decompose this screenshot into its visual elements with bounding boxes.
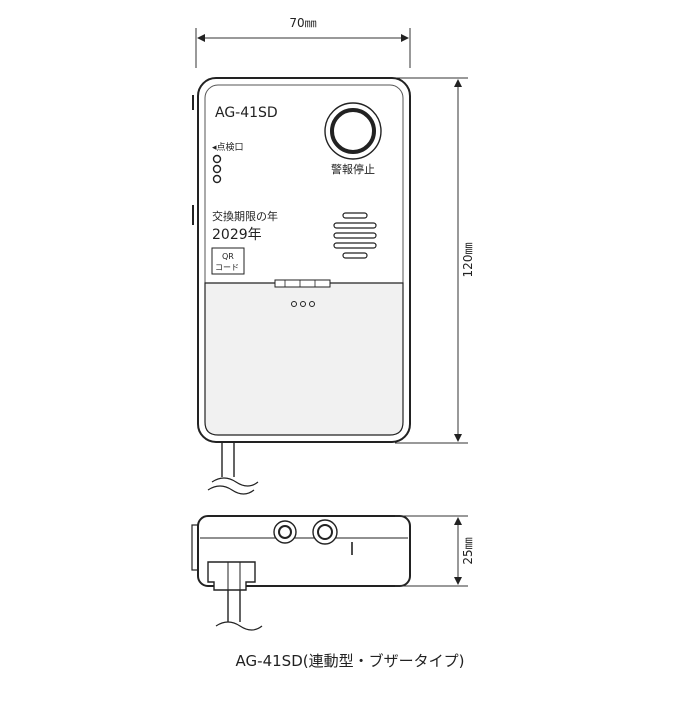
figure-caption: AG-41SD(連動型・ブザータイプ) — [235, 652, 465, 670]
alarm-stop-label: 警報停止 — [331, 162, 375, 176]
check-port-hole — [212, 164, 222, 174]
height-label: 120㎜ — [461, 243, 475, 278]
depth-label: 25㎜ — [461, 537, 475, 564]
front-view: AG-41SD ◂点検口 交換期限の年 2029年 QR コード 警報停止 — [192, 77, 411, 495]
height-dimension: 120㎜ — [395, 77, 475, 444]
replacement-label: 交換期限の年 — [212, 209, 278, 223]
indicator-dot — [309, 301, 315, 307]
width-dimension: 70㎜ — [195, 16, 411, 68]
model-label: AG-41SD — [215, 105, 278, 121]
check-port-hole — [212, 174, 222, 184]
indicator-dot — [300, 301, 306, 307]
replacement-year: 2029年 — [212, 227, 262, 243]
power-cord — [207, 442, 259, 495]
qr-code-box — [211, 247, 245, 275]
qr-label-line1: QR — [222, 252, 234, 261]
cord-clip — [207, 561, 256, 591]
lower-panel — [204, 282, 404, 436]
indicator-dot — [291, 301, 297, 307]
side-view — [191, 515, 411, 631]
width-label: 70㎜ — [289, 16, 316, 30]
qr-label-line2: コード — [215, 263, 239, 272]
check-port-hole — [212, 154, 222, 164]
depth-dimension: 25㎜ — [395, 515, 475, 587]
speaker-grille — [333, 212, 377, 259]
check-port-label: ◂点検口 — [212, 141, 244, 153]
